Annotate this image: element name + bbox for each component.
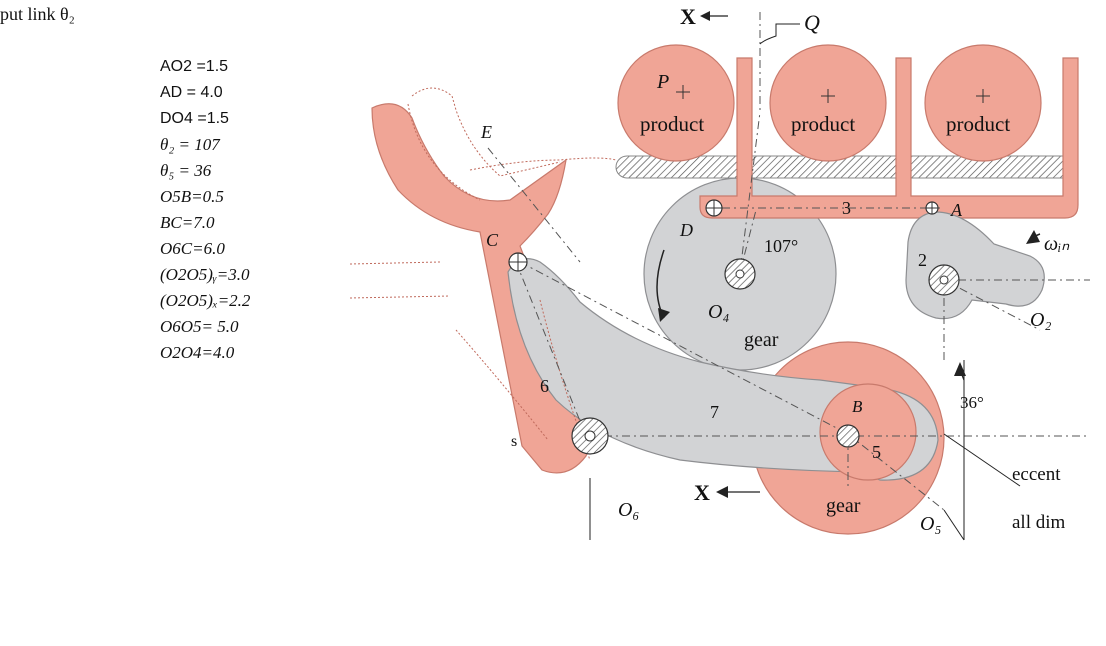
pivot-O4	[724, 258, 756, 290]
label-gear-lower: gear	[826, 495, 861, 517]
label-gear-upper: gear	[744, 329, 779, 351]
rotation-arrow-omega	[1026, 230, 1041, 244]
label-product-2: product	[791, 112, 855, 136]
label-slider-s: s	[511, 433, 517, 450]
helper-lines	[589, 23, 1021, 541]
x-arrow-top	[700, 11, 728, 21]
label-pivot-O2: O₂	[1030, 309, 1051, 331]
link-6-rocker	[371, 103, 592, 474]
pivot-O5	[836, 424, 860, 448]
x-arrow-bottom	[716, 486, 760, 498]
product-ball-1	[617, 44, 735, 162]
label-omega-in: ωᵢₙ	[1044, 233, 1070, 255]
pivot-O6	[571, 417, 609, 455]
param-item: (O2O5)ₓ=2.2	[160, 291, 251, 310]
label-link-5: 5	[872, 442, 881, 462]
label-pivot-O6: O₆	[618, 499, 639, 521]
label-link-6: 6	[540, 376, 549, 396]
label-joint-C: C	[486, 230, 499, 250]
param-item: O6O5= 5.0	[160, 317, 239, 336]
label-joint-E: E	[480, 122, 492, 142]
parameter-list: AO2 =1.5 AD = 4.0 DO4 =1.5 θ₂ = 107 θ₅ =…	[160, 54, 250, 366]
label-link-2: 2	[918, 250, 927, 270]
param-item: θ₂ = 107	[160, 135, 220, 154]
param-item: O6C=6.0	[160, 239, 225, 258]
param-item: BC=7.0	[160, 213, 215, 232]
param-item: AO2 =1.5	[160, 58, 229, 75]
angle-arrow-36	[954, 362, 966, 381]
param-item: θ₅ = 36	[160, 161, 212, 180]
label-force-Q: Q	[804, 10, 820, 35]
label-joint-B: B	[852, 397, 863, 416]
label-axis-x-bottom: X	[694, 480, 710, 505]
label-product-3: product	[946, 112, 1010, 136]
pivot-O2	[928, 264, 960, 296]
header-text: put link θ₂	[0, 4, 75, 24]
eccentric-5	[819, 383, 917, 481]
label-joint-A: A	[950, 200, 963, 220]
label-pivot-O4: O₄	[708, 301, 729, 323]
param-item: O2O4=4.0	[160, 343, 235, 362]
label-note-all-dim: all dim	[1012, 512, 1066, 533]
label-link-3: 3	[842, 198, 851, 218]
param-item: AD = 4.0	[160, 84, 223, 101]
pin-D	[705, 199, 723, 217]
pin-A	[925, 201, 939, 215]
label-axis-x-top: X	[680, 4, 696, 29]
pin-C	[508, 252, 528, 272]
param-item: O5B=0.5	[160, 187, 224, 206]
label-force-P: P	[656, 71, 669, 93]
center-marks	[676, 85, 990, 103]
rotation-arrow-O4	[656, 249, 670, 322]
label-pivot-O5: O₅	[920, 513, 941, 535]
label-note-eccent: eccent	[1012, 464, 1061, 485]
label-joint-D: D	[679, 220, 693, 240]
label-link-7: 7	[710, 402, 719, 422]
link-3-pusher	[699, 57, 1079, 219]
param-item: DO4 =1.5	[160, 110, 229, 127]
label-product-1: product	[640, 112, 704, 136]
param-item: (O2O5)ᵧ=3.0	[160, 265, 250, 284]
label-angle-107: 107°	[764, 236, 798, 256]
label-angle-36: 36°	[960, 393, 984, 412]
